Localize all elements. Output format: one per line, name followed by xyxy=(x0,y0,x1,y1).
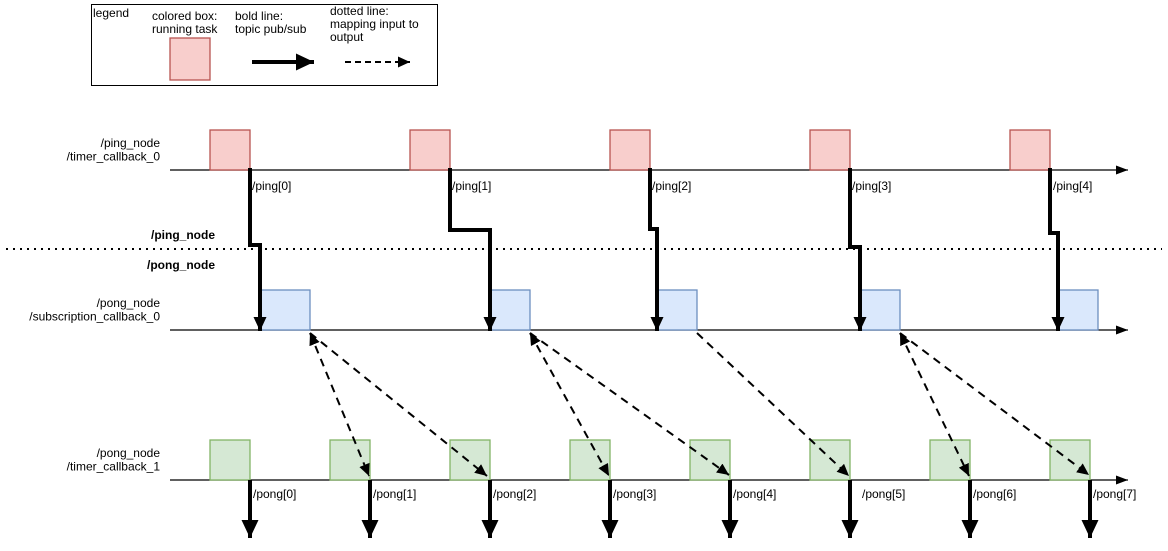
message-label: /pong[4] xyxy=(733,487,776,501)
subscription-task-0 xyxy=(259,289,311,331)
subscription-task-3 xyxy=(859,289,901,331)
topic-pub-line-ping-2 xyxy=(648,168,664,331)
legend-item-topic-pubsub-label: topic pub/sub xyxy=(235,22,307,36)
legend-frame xyxy=(91,4,438,86)
legend-running-task-swatch xyxy=(169,37,211,81)
legend-title: legend xyxy=(93,6,129,20)
message-label: /pong[0] xyxy=(253,487,296,501)
legend-item-running-task-label: running task xyxy=(152,22,218,36)
ping-timer-task-4 xyxy=(1009,129,1051,171)
ping-timer-axis-label: /timer_callback_0 xyxy=(67,150,161,164)
pong-timer-axis-label: /pong_node xyxy=(97,446,161,460)
pong-timer-task-2 xyxy=(449,439,491,481)
ping-timer-task-0 xyxy=(209,129,251,171)
message-label: /ping[1] xyxy=(452,179,491,193)
pong-timer-task-5 xyxy=(809,439,851,481)
message-label: /pong[3] xyxy=(613,487,656,501)
legend-item-topic-pubsub-label: bold line: xyxy=(235,9,283,23)
message-label: /ping[2] xyxy=(652,179,691,193)
pong-node-label: /pong_node xyxy=(147,258,215,272)
mapping-dashed-arrow-1 xyxy=(309,332,488,477)
subscription-task-2 xyxy=(656,289,698,331)
topic-pub-line-ping-0 xyxy=(248,168,267,331)
message-label: /pong[7] xyxy=(1093,487,1136,501)
message-label: /ping[4] xyxy=(1053,179,1092,193)
legend-item-mapping-label: output xyxy=(330,30,364,44)
legend-item-running-task-label: colored box: xyxy=(152,9,217,23)
topic-pub-line-ping-1 xyxy=(448,168,497,331)
pong-timer-task-0 xyxy=(209,439,251,481)
subscription-task-4 xyxy=(1057,289,1099,331)
ping-timer-task-3 xyxy=(809,129,851,171)
pong-timer-task-4 xyxy=(689,439,731,481)
mapping-dashed-arrow-4 xyxy=(696,332,850,477)
pong-timer-task-3 xyxy=(569,439,611,481)
ping-timer-task-2 xyxy=(609,129,651,171)
message-label: /pong[2] xyxy=(493,487,536,501)
legend-item-mapping-label: mapping input to xyxy=(330,17,419,31)
mapping-dashed-arrow-3 xyxy=(529,332,730,476)
pong-subscription-axis-label: /subscription_callback_0 xyxy=(29,310,160,324)
message-label: /pong[6] xyxy=(973,487,1016,501)
ping-timer-task-1 xyxy=(409,129,451,171)
topic-pub-line-ping-3 xyxy=(848,168,867,331)
subscription-task-1 xyxy=(489,289,531,331)
mapping-dashed-arrow-5 xyxy=(899,332,970,477)
mapping-dashed-arrow-6 xyxy=(899,332,1090,476)
message-label: /pong[5] xyxy=(862,487,905,501)
mapping-dashed-arrow-0 xyxy=(309,332,370,477)
ping-node-label: /ping_node xyxy=(151,228,215,242)
message-label: /ping[0] xyxy=(252,179,291,193)
pong-timer-axis-label: /timer_callback_1 xyxy=(67,460,161,474)
message-label: /ping[3] xyxy=(852,179,891,193)
pong-timer-task-6 xyxy=(929,439,971,481)
topic-pub-line-ping-4 xyxy=(1048,168,1065,331)
message-label: /pong[1] xyxy=(373,487,416,501)
pong-timer-task-1 xyxy=(329,439,371,481)
ping-timer-axis-label: /ping_node xyxy=(101,136,161,150)
pong-subscription-axis-label: /pong_node xyxy=(97,296,161,310)
legend-item-mapping-label: dotted line: xyxy=(330,4,389,18)
